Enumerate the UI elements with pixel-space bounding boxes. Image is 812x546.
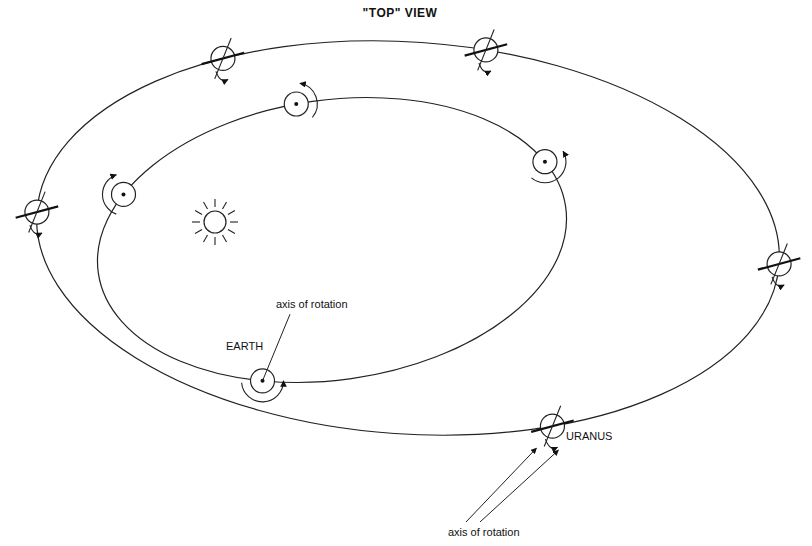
leader-arrow xyxy=(466,448,536,522)
earth-symbol xyxy=(284,83,317,117)
earth-symbol xyxy=(102,175,135,214)
earth-orbit xyxy=(79,69,585,412)
uranus-symbol xyxy=(16,192,59,234)
earth-symbol xyxy=(242,369,284,402)
text-label: EARTH xyxy=(226,340,263,353)
uranus-symbol xyxy=(202,38,245,80)
text-label: axis of rotation xyxy=(276,298,348,311)
uranus-orbit xyxy=(23,17,793,460)
leader-arrow xyxy=(480,450,558,522)
uranus-symbol xyxy=(758,244,801,286)
uranus-symbol xyxy=(465,30,508,72)
sun-symbol xyxy=(192,199,238,245)
text-label: URANUS xyxy=(566,430,612,443)
earth-symbol xyxy=(531,150,565,183)
diagram-title: "TOP" VIEW xyxy=(363,6,438,20)
text-label: axis of rotation xyxy=(448,526,520,539)
leader-line xyxy=(263,314,290,381)
